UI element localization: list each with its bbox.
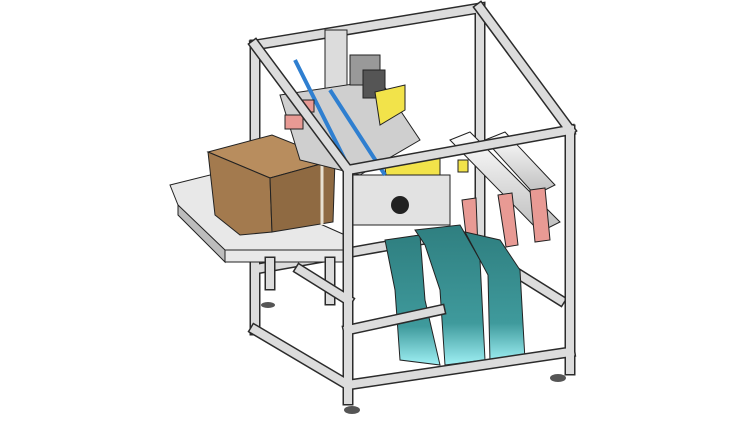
- front-frame: [247, 0, 578, 406]
- yellow-plate: [374, 84, 406, 126]
- folding-panels: [384, 224, 526, 366]
- folding-mechanism: [279, 29, 451, 226]
- sensor-icon: [391, 196, 409, 214]
- leveling-feet: [261, 302, 566, 414]
